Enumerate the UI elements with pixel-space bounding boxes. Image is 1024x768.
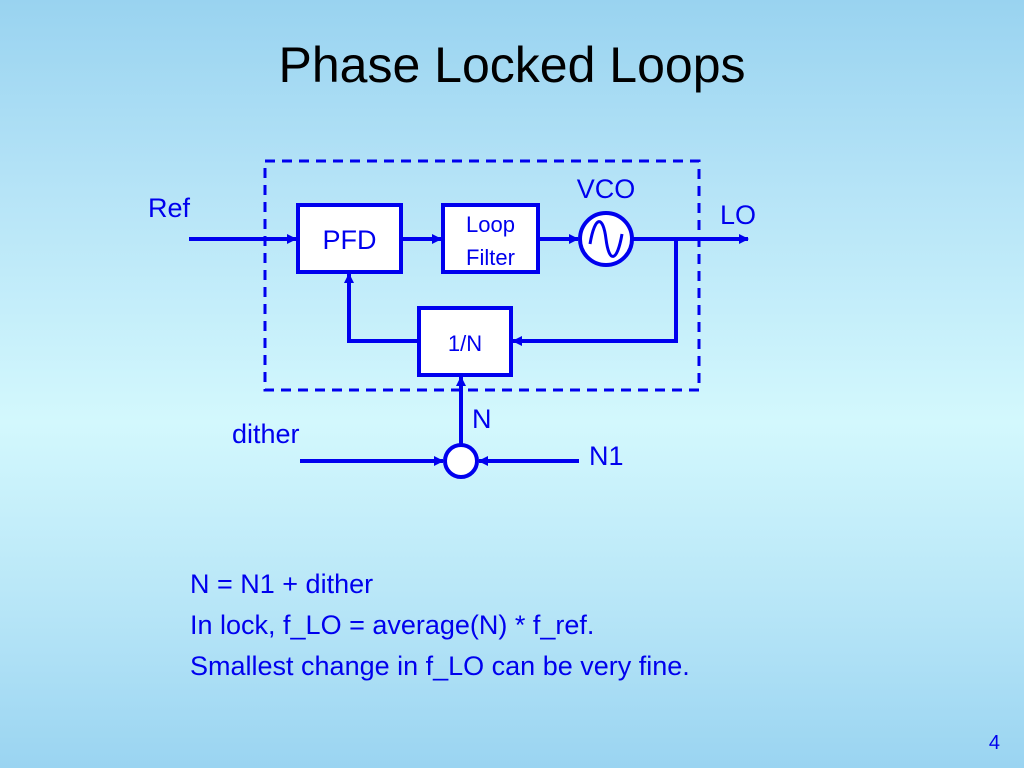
page-number: 4 [988, 732, 1000, 754]
summing-junction [443, 443, 479, 479]
note-line-2: In lock, f_LO = average(N) * f_ref. [190, 610, 595, 640]
vco-label: VCO [577, 174, 636, 204]
divider-label: 1/N [448, 331, 482, 356]
ref-label: Ref [148, 193, 191, 223]
lo-label: LO [720, 200, 756, 230]
loop-filter-block: Loop Filter [441, 203, 540, 274]
divider-to-pfd-arrow [344, 273, 419, 343]
n1-label: N1 [589, 441, 624, 471]
vco-block: VCO [577, 174, 636, 267]
pll-boundary [263, 159, 701, 392]
slide-title: Phase Locked Loops [278, 37, 746, 93]
n-label: N [472, 404, 492, 434]
note-line-1: N = N1 + dither [190, 569, 374, 599]
dither-label: dither [232, 419, 300, 449]
notes: N = N1 + dither In lock, f_LO = average(… [190, 564, 690, 687]
note-line-3: Smallest change in f_LO can be very fine… [190, 651, 690, 681]
loop-filter-label-line2: Filter [466, 245, 515, 270]
feedback-to-divider-arrow [512, 239, 678, 346]
pfd-label: PFD [323, 225, 377, 255]
pfd-block: PFD [296, 203, 403, 274]
divider-block: 1/N [417, 306, 513, 377]
sine-wave-icon [588, 220, 624, 258]
loop-filter-label-line1: Loop [466, 212, 515, 237]
